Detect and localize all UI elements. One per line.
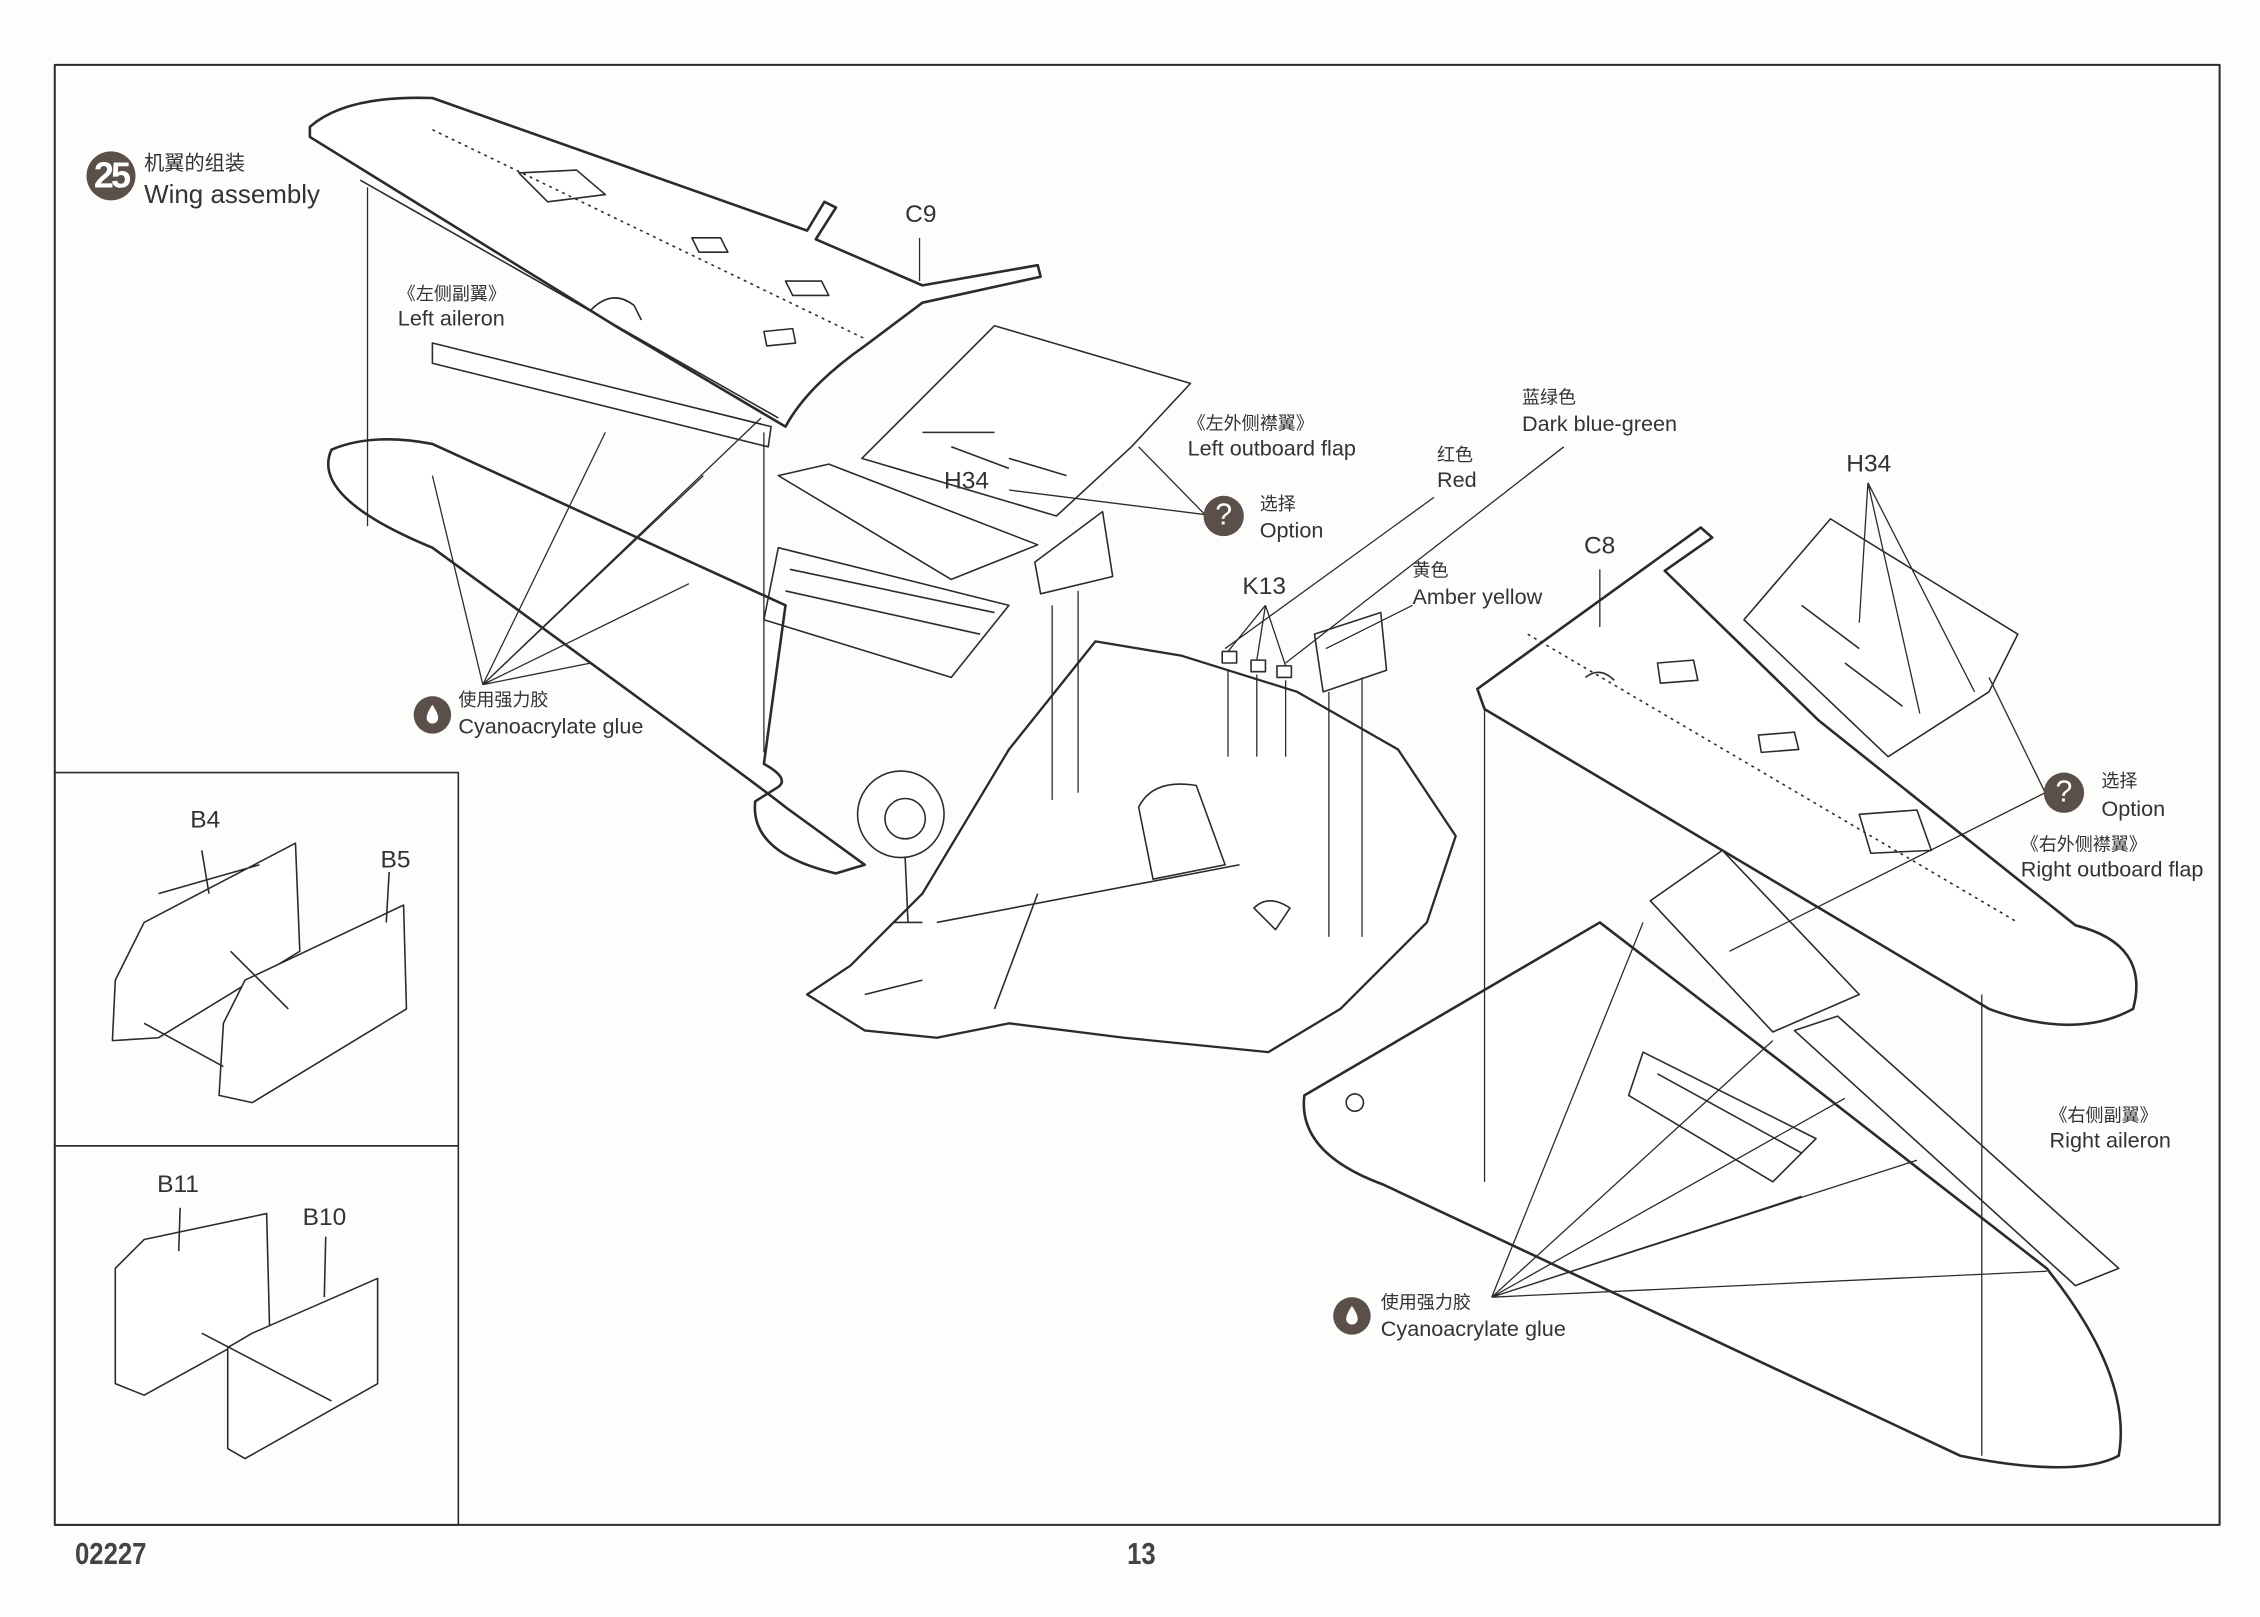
fuselage	[805, 640, 1457, 1054]
part-h34-left: H34	[944, 466, 990, 495]
wing-panel-line	[359, 169, 830, 419]
wing-rivets	[432, 129, 866, 340]
right-flap-top	[1743, 518, 2019, 758]
panel-part-right	[1313, 611, 1388, 693]
left-aileron	[431, 342, 772, 448]
h34-left-parts	[922, 431, 1067, 477]
left-outboard-flap	[861, 324, 1192, 517]
option-icon-left: ?	[1203, 495, 1244, 537]
step-title-en: Wing assembly	[144, 180, 321, 209]
wing-structure	[763, 546, 1010, 679]
left-inner-flap	[777, 463, 1039, 581]
left-lower-wing	[326, 438, 867, 875]
inset-b11-b10	[114, 1207, 379, 1460]
right-aileron-label-cn: 《右侧副翼》	[2049, 1105, 2158, 1126]
part-b10: B10	[302, 1203, 347, 1231]
right-upper-wing	[1476, 526, 2138, 1026]
right-flap-label-en: Right outboard flap	[2020, 857, 2204, 883]
left-flap-label-cn: 《左外侧襟翼》	[1187, 413, 1314, 434]
fuselage-panel-lines	[864, 864, 1240, 1010]
part-h34-right: H34	[1846, 449, 1892, 478]
step-number-badge: 25	[86, 151, 136, 201]
left-aileron-label-en: Left aileron	[397, 306, 505, 332]
inset-frame-bottom	[53, 1145, 460, 1526]
right-wing-structure	[1627, 1051, 1817, 1183]
glue-drop-icon-right	[1333, 1297, 1371, 1335]
color-yellow-cn: 黄色	[1412, 560, 1449, 581]
right-outboard-flap	[1649, 849, 1861, 1033]
option-label-en-left: Option	[1259, 518, 1324, 544]
part-b4: B4	[190, 805, 221, 834]
part-b11: B11	[157, 1170, 199, 1198]
panel-part-left	[1034, 510, 1114, 595]
aileron-cutout	[590, 297, 643, 321]
main-wheel	[856, 770, 945, 859]
glue-drop-icon-left	[413, 696, 452, 734]
option-label-cn-right: 选择	[2101, 771, 2138, 792]
part-c9: C9	[905, 200, 937, 228]
option-label-en-right: Option	[2101, 797, 2166, 822]
right-wing-panels	[1584, 659, 1933, 855]
option-icon-right: ?	[2043, 772, 2085, 813]
left-upper-wing	[308, 96, 1042, 428]
product-code: 02227	[74, 1537, 147, 1572]
page-number: 13	[1127, 1537, 1156, 1572]
glue-label-en-left: Cyanoacrylate glue	[458, 714, 644, 740]
color-red-en: Red	[1436, 468, 1477, 493]
color-blue-green-cn: 蓝绿色	[1522, 387, 1577, 408]
part-c8: C8	[1583, 531, 1616, 560]
step-title-cn: 机翼的组装	[144, 151, 246, 175]
color-red-cn: 红色	[1436, 445, 1474, 466]
left-aileron-label-cn: 《左侧副翼》	[397, 283, 506, 305]
right-flap-label-cn: 《右外侧襟翼》	[2020, 834, 2147, 855]
cockpit-canopy	[1137, 783, 1291, 931]
leader-lines	[366, 187, 2047, 1456]
color-yellow-en: Amber yellow	[1412, 585, 1543, 610]
right-lower-wing	[1302, 921, 2123, 1469]
glue-label-cn-right: 使用强力胶	[1380, 1292, 1471, 1314]
glue-label-en-right: Cyanoacrylate glue	[1380, 1317, 1566, 1342]
part-k13: K13	[1242, 572, 1286, 600]
right-aileron-label-en: Right aileron	[2049, 1128, 2171, 1154]
color-blue-green-en: Dark blue-green	[1522, 412, 1678, 437]
inset-b4-b5	[111, 842, 408, 1104]
k13-parts	[1221, 650, 1293, 679]
left-flap-label-en: Left outboard flap	[1187, 436, 1356, 462]
part-b5: B5	[380, 846, 411, 874]
glue-label-cn-left: 使用强力胶	[458, 690, 549, 711]
option-label-cn-left: 选择	[1259, 494, 1296, 515]
